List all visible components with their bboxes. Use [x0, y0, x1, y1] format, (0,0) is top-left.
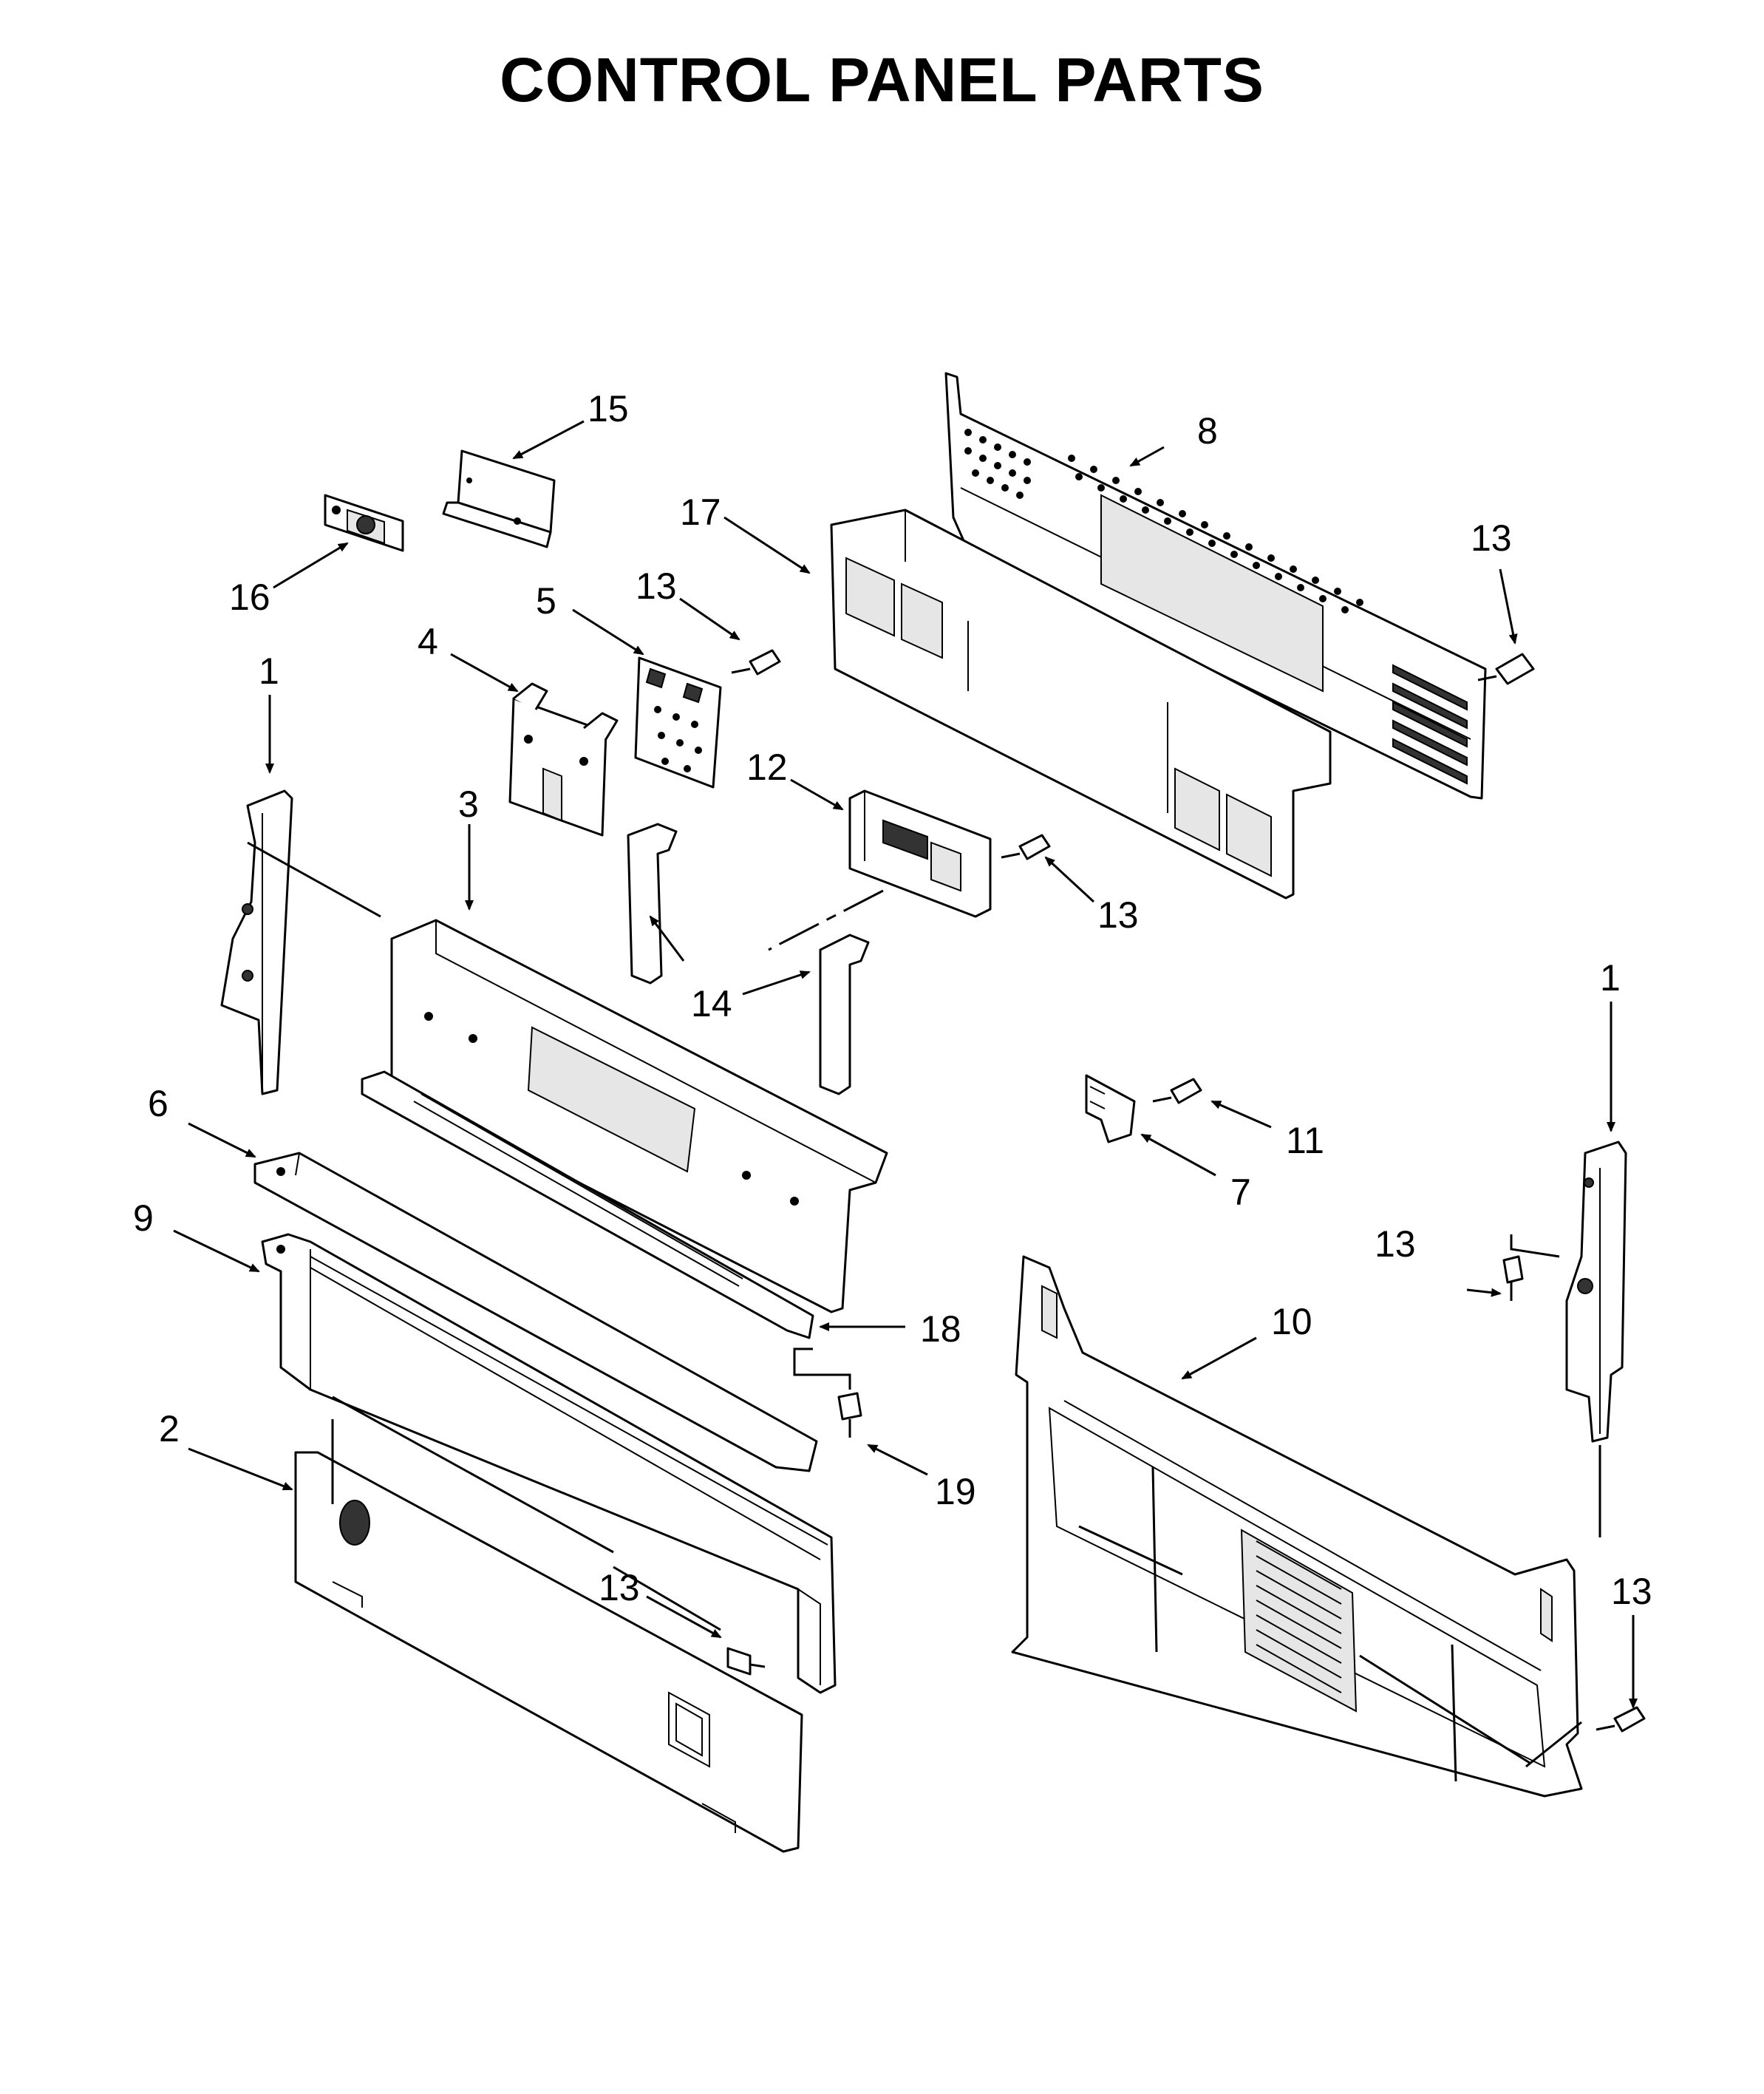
page-title: CONTROL PANEL PARTS	[500, 45, 1264, 115]
callout-15: 15	[588, 388, 629, 429]
screw-13-end-cap[interactable]	[1502, 1255, 1524, 1301]
callout-13-board: 13	[636, 565, 677, 607]
screw-13-top-right[interactable]	[1477, 653, 1535, 685]
part-12-electronic-control[interactable]	[848, 789, 992, 918]
callout-13-frame: 13	[599, 1567, 640, 1608]
part-10-rear-panel[interactable]	[1011, 1255, 1583, 1798]
part-14-bracket-right[interactable]	[819, 934, 870, 1095]
vent-slots-large	[1256, 1540, 1342, 1693]
screw-13-control[interactable]	[1001, 834, 1051, 860]
callout-18: 18	[920, 1308, 961, 1350]
callout-1-left: 1	[259, 650, 279, 692]
callout-12: 12	[746, 747, 788, 788]
callout-16: 16	[229, 577, 270, 618]
callout-13-bottom-right: 13	[1611, 1571, 1652, 1612]
callout-3: 3	[458, 783, 479, 825]
part-8-rear-panel[interactable]	[944, 372, 1487, 800]
screw-13-frame[interactable]	[726, 1647, 766, 1676]
part-18-trim-strip[interactable]	[361, 1070, 814, 1339]
part-1-end-cap-right[interactable]	[1565, 1141, 1627, 1443]
callout-9: 9	[133, 1197, 154, 1239]
callout-11: 11	[1286, 1120, 1324, 1161]
vent-holes	[964, 429, 1363, 613]
screw-13-board[interactable]	[731, 649, 781, 676]
callout-13-end-cap: 13	[1375, 1223, 1416, 1265]
callout-5: 5	[536, 580, 556, 622]
part-9-frame[interactable]	[261, 1233, 837, 1694]
part-17-control-housing[interactable]	[830, 509, 1332, 900]
vent-slots	[1392, 664, 1468, 785]
callout-2: 2	[159, 1408, 180, 1449]
screw-13-bottom-right[interactable]	[1596, 1706, 1646, 1733]
assembly-lines	[247, 841, 1601, 1768]
part-7-clip[interactable]	[1085, 1074, 1136, 1143]
callout-17: 17	[680, 492, 721, 533]
part-14-bracket-left[interactable]	[627, 823, 678, 985]
part-1-end-cap-left[interactable]	[220, 789, 293, 1095]
callout-1-right: 1	[1600, 957, 1621, 999]
callout-6: 6	[148, 1083, 168, 1124]
callout-13-top-right: 13	[1471, 517, 1512, 559]
leader-arrows	[173, 420, 1638, 1709]
callout-7: 7	[1230, 1172, 1251, 1213]
callout-19: 19	[935, 1471, 976, 1512]
part-3-console-panel[interactable]	[390, 919, 888, 1313]
part-2-back-shield[interactable]	[294, 1451, 803, 1853]
callout-14: 14	[691, 983, 732, 1024]
screw-11[interactable]	[1152, 1078, 1202, 1104]
part-5-board[interactable]	[634, 656, 722, 789]
part-6-lower-trim[interactable]	[253, 1152, 818, 1472]
part-15-bracket[interactable]	[442, 449, 556, 548]
callout-labels: 15 8 17 16 13 13 5 4 1 12 3 13 14 1 11 7…	[133, 388, 1652, 1612]
callout-10: 10	[1271, 1301, 1312, 1342]
part-16-switch[interactable]	[324, 494, 404, 552]
callout-8: 8	[1197, 410, 1218, 452]
callout-13-control: 13	[1097, 894, 1139, 936]
part-4-bracket[interactable]	[508, 682, 619, 837]
callout-4: 4	[418, 621, 438, 662]
screw-19[interactable]	[837, 1392, 862, 1438]
